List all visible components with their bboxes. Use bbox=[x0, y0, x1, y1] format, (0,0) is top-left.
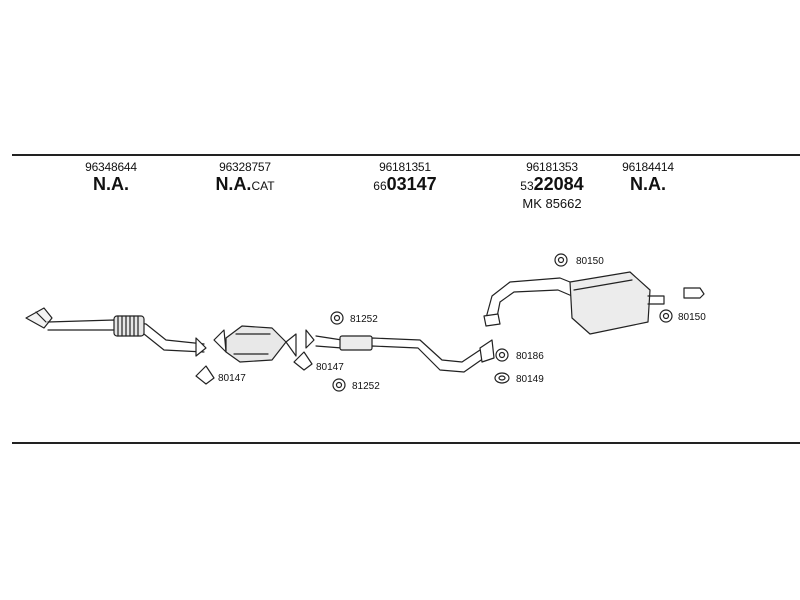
gasket-80150-right bbox=[659, 309, 673, 323]
part-number: 96184414 bbox=[622, 160, 674, 174]
part-number: 96181351 bbox=[379, 160, 431, 174]
ref-code: 6603147 bbox=[373, 174, 437, 194]
part-number: 96181353 bbox=[526, 160, 578, 174]
ref-code: N.A. bbox=[630, 174, 666, 194]
ref-code: N.A.CAT bbox=[215, 174, 275, 194]
middle-pipe bbox=[305, 329, 495, 373]
label-80147-left: 80147 bbox=[218, 373, 246, 384]
label-80186: 80186 bbox=[516, 351, 544, 362]
mounting-kit: MK 85662 bbox=[522, 196, 582, 211]
rear-silencer bbox=[483, 271, 665, 335]
column-rear-silencer: 96181353 5322084 MK 85662 bbox=[487, 160, 617, 212]
column-catalytic-converter: 96328757 N.A.CAT bbox=[180, 160, 310, 196]
column-front-pipe: 96348644 N.A. bbox=[46, 160, 176, 194]
front-pipe bbox=[25, 307, 207, 357]
label-80150-right: 80150 bbox=[678, 312, 706, 323]
part-number: 96348644 bbox=[85, 160, 137, 174]
label-80147-mid: 80147 bbox=[316, 362, 344, 373]
catalytic-converter bbox=[213, 325, 297, 363]
callout-labels: 80150 80150 81252 81252 80147 80147 8018… bbox=[218, 256, 706, 392]
label-80150-top: 80150 bbox=[576, 256, 604, 267]
part-number: 96328757 bbox=[219, 160, 271, 174]
ref-code: 5322084 bbox=[520, 174, 584, 194]
tail-pipe bbox=[683, 287, 705, 299]
column-tail-pipe: 96184414 N.A. bbox=[583, 160, 713, 194]
clamp-81252-top bbox=[330, 311, 344, 325]
clamp-81252-bottom bbox=[332, 378, 346, 392]
label-80149: 80149 bbox=[516, 374, 544, 385]
top-rule bbox=[12, 154, 800, 156]
gasket-80149 bbox=[494, 372, 510, 384]
gasket-80186 bbox=[495, 348, 509, 362]
bottom-rule bbox=[12, 442, 800, 444]
gasket-80147-mid bbox=[293, 351, 313, 371]
gasket-80147-left bbox=[195, 365, 215, 385]
ref-code: N.A. bbox=[93, 174, 129, 194]
column-middle-pipe: 96181351 6603147 bbox=[340, 160, 470, 196]
label-81252-bottom: 81252 bbox=[352, 381, 380, 392]
label-81252-top: 81252 bbox=[350, 314, 378, 325]
gasket-80150-top bbox=[554, 253, 568, 267]
